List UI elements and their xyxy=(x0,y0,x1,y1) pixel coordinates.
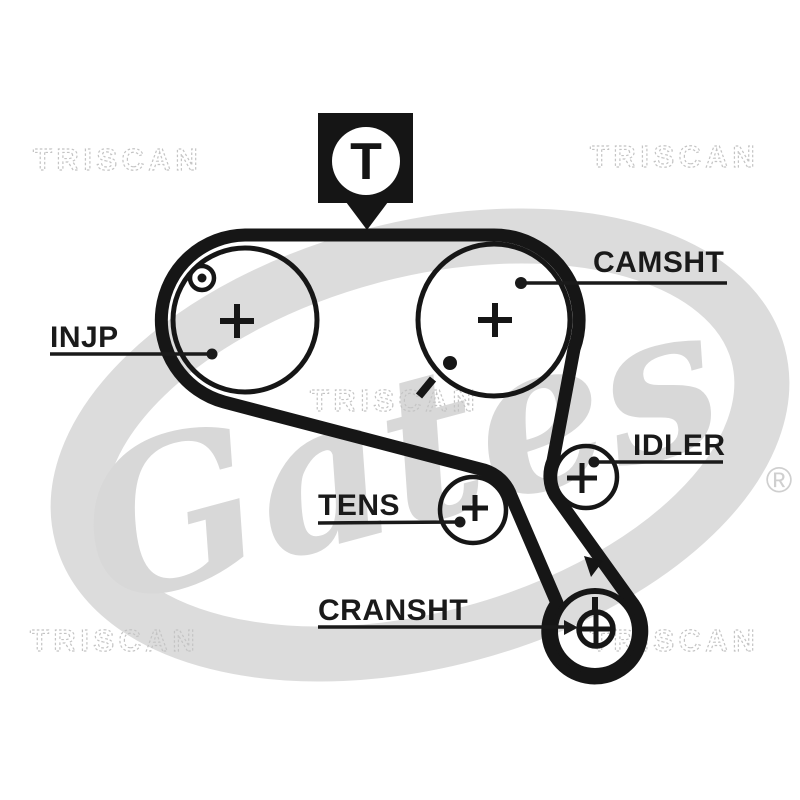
camshaft-timing-dash xyxy=(415,376,437,399)
injection-pump-leader-dot xyxy=(206,348,218,360)
idler-cross-icon xyxy=(567,463,597,493)
crankshaft-pulley xyxy=(552,588,638,674)
tensioner-pulley xyxy=(437,474,509,546)
label-idler: IDLER xyxy=(588,429,726,468)
label-injection-pump: INJP xyxy=(50,321,218,360)
camshaft-pulley xyxy=(415,241,573,399)
camshaft-timing-dot xyxy=(443,356,457,370)
injection-pump-cross-icon xyxy=(220,304,254,338)
tensioner-cross-icon xyxy=(462,495,488,521)
registered-trademark-symbol: ® xyxy=(766,459,793,500)
triscan-watermark-bottom-left: TRISCAN xyxy=(30,623,199,658)
injection-pump-ring-dot xyxy=(197,273,207,283)
triscan-watermark-center: TRISCAN xyxy=(310,383,479,418)
timing-belt xyxy=(154,228,649,685)
injection-pump-label: INJP xyxy=(50,321,119,354)
injection-pump-ring-icon xyxy=(187,263,217,293)
triscan-watermark-top-right: TRISCAN xyxy=(590,139,759,174)
label-camshaft: CAMSHT xyxy=(515,246,727,289)
triscan-watermarks: TRISCAN TRISCAN TRISCAN TRISCAN TRISCAN xyxy=(29,138,759,658)
crankshaft-cross-icon xyxy=(581,614,611,644)
t-marker-pointer xyxy=(346,202,388,230)
tensioner-label: TENS xyxy=(318,489,400,522)
tensioner-leader-dot xyxy=(454,516,466,528)
camshaft-cross-icon xyxy=(478,303,512,337)
crankshaft-label: CRANSHT xyxy=(318,594,468,627)
triscan-watermark-top-left: TRISCAN xyxy=(33,142,202,177)
t-marker-letter: T xyxy=(350,133,382,191)
label-tensioner: TENS xyxy=(317,489,466,528)
tensioner-leader-line xyxy=(317,520,461,525)
crankshaft-leader-arrow xyxy=(564,620,578,635)
camshaft-label: CAMSHT xyxy=(593,246,724,279)
injection-pump-pulley xyxy=(170,245,320,395)
t-marker-circle xyxy=(332,127,400,195)
triscan-watermark-bottom-right: TRISCAN xyxy=(590,623,759,658)
idler-label: IDLER xyxy=(633,429,726,462)
t-marker-flag: T xyxy=(318,113,413,230)
label-crankshaft: CRANSHT xyxy=(318,594,578,635)
gates-swirl-ring xyxy=(50,208,790,682)
idler-pulley xyxy=(552,443,620,511)
belt-direction-arrow xyxy=(584,556,603,577)
